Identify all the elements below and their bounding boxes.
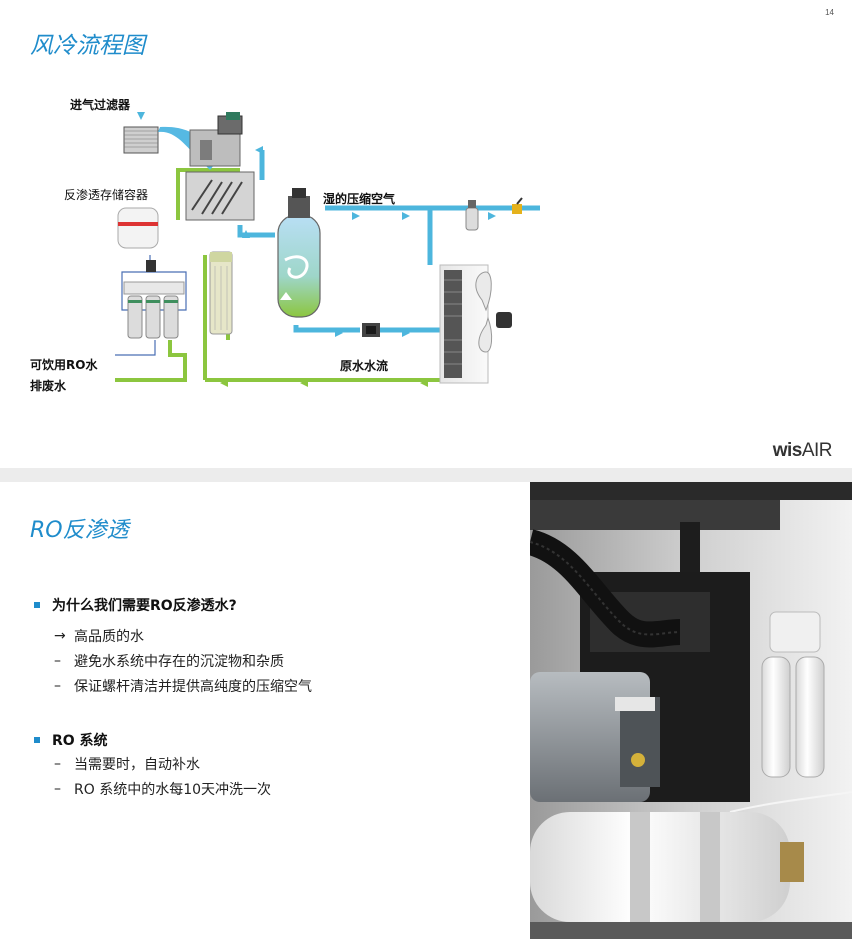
label-wet-compressed-air: 湿的压缩空气 [323, 192, 396, 206]
filter-cartridge [209, 251, 233, 335]
air-cooled-flow-diagram [115, 112, 540, 387]
bullet-heading-why-ro: 为什么我们需要RO反渗透水? [34, 595, 237, 615]
slide-title: 风冷流程图 [30, 33, 145, 59]
water-pump [362, 323, 380, 337]
ro-slide: RO反渗透 为什么我们需要RO反渗透水? →高品质的水 –避免水系统中存在的沉淀… [0, 482, 852, 939]
outlet-trap [465, 197, 523, 231]
green-arrows [220, 379, 428, 387]
blue-pipes [237, 150, 540, 333]
bullet-heading-ro-system: RO 系统 [34, 730, 108, 750]
wisair-logo: wisAIR [772, 440, 833, 461]
bullet-square-icon [34, 737, 40, 743]
list-item: –当需要时，自动补水 [54, 756, 200, 773]
page-number: 14 [825, 8, 834, 17]
list-item: –避免水系统中存在的沉淀物和杂质 [54, 653, 284, 670]
flow-diagram-slide: 14 风冷流程图 [0, 0, 852, 468]
ro-storage-tank [117, 207, 159, 272]
bullet-square-icon [34, 602, 40, 608]
label-raw-water-flow: 原水水流 [340, 359, 389, 373]
compressor [185, 112, 255, 221]
list-item: →高品质的水 [54, 628, 144, 645]
label-ro-tank: 反渗透存储容器 [64, 188, 149, 202]
ro-system-photo [530, 482, 852, 939]
radiator-fan [439, 264, 512, 384]
ro-filters [123, 281, 185, 339]
list-item: –RO 系统中的水每10天冲洗一次 [54, 781, 272, 798]
list-item: –保证螺杆清洁并提供高纯度的压缩空气 [54, 678, 312, 695]
label-drinkable-ro-water: 可饮用RO水 [30, 358, 98, 372]
separator-tank [277, 188, 321, 318]
slide-title: RO反渗透 [30, 518, 129, 543]
flow-arrows [137, 112, 496, 337]
green-pipes [115, 168, 440, 382]
label-drain-water: 排废水 [30, 379, 67, 393]
label-intake-filter: 进气过滤器 [70, 98, 131, 112]
